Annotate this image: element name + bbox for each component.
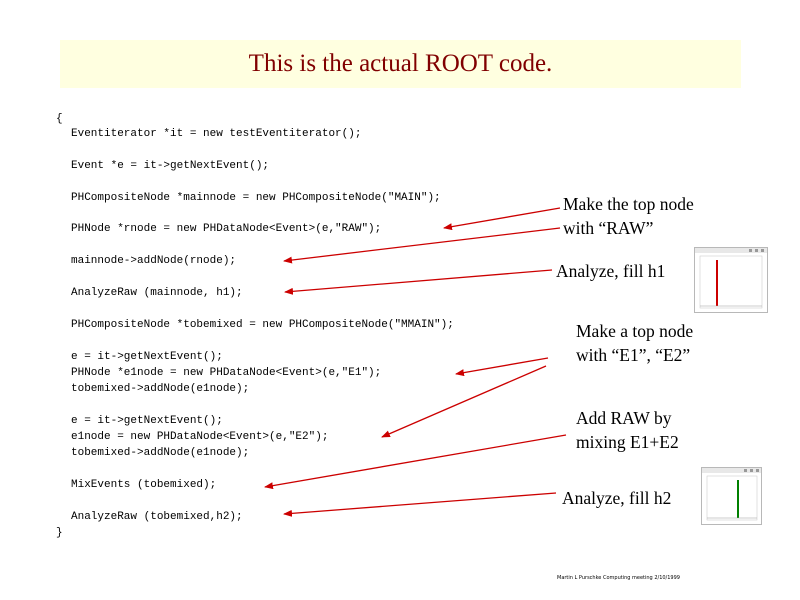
title-bar: This is the actual ROOT code. <box>60 40 741 88</box>
annotation-fill-h1: Analyze, fill h1 <box>556 261 666 281</box>
code-line-close-brace: } <box>56 527 63 539</box>
code-line: AnalyzeRaw (mainnode, h1); <box>71 287 243 299</box>
code-line: MixEvents (tobemixed); <box>71 479 217 491</box>
code-line: PHNode *e1node = new PHDataNode<Event>(e… <box>71 367 382 379</box>
histogram-icon <box>702 468 761 521</box>
code-line: tobemixed->addNode(e1node); <box>71 383 250 395</box>
h1-histogram-thumbnail <box>694 247 768 313</box>
code-line: PHCompositeNode *mainnode = new PHCompos… <box>71 192 441 204</box>
arrow <box>381 365 547 438</box>
code-line: e = it->getNextEvent(); <box>71 415 223 427</box>
annotation-line: Add RAW by <box>576 408 672 428</box>
code-line: e1node = new PHDataNode<Event>(e,"E2"); <box>71 431 329 443</box>
arrow <box>455 357 549 377</box>
annotation-add-raw: Add RAW by mixing E1+E2 <box>576 406 679 454</box>
annotation-make-top-node: Make the top node with “RAW” <box>563 192 694 240</box>
annotation-line: Make the top node <box>563 194 694 214</box>
code-line: mainnode->addNode(rnode); <box>71 255 237 267</box>
arrow <box>264 434 567 490</box>
slide-title: This is the actual ROOT code. <box>248 50 553 77</box>
annotation-make-top-node-e1-e2: Make a top node with “E1”, “E2” <box>576 319 693 367</box>
arrow <box>284 269 553 295</box>
annotation-line: with “RAW” <box>563 218 654 238</box>
annotation-line: Make a top node <box>576 321 694 341</box>
code-line: PHCompositeNode *tobemixed = new PHCompo… <box>71 319 454 331</box>
code-line: PHNode *rnode = new PHDataNode<Event>(e,… <box>71 223 382 235</box>
annotation-fill-h2: Analyze, fill h2 <box>562 488 672 508</box>
code-line: AnalyzeRaw (tobemixed,h2); <box>71 511 243 523</box>
annotation-line: mixing E1+E2 <box>576 432 679 452</box>
code-line: Event *e = it->getNextEvent(); <box>71 160 270 172</box>
arrow <box>283 227 561 264</box>
annotation-line: with “E1”, “E2” <box>576 345 691 365</box>
code-line: tobemixed->addNode(e1node); <box>71 447 250 459</box>
h2-histogram-thumbnail <box>701 467 762 525</box>
footer-credit: Martin L Purschke Computing meeting 2/10… <box>557 575 680 581</box>
arrow <box>443 207 561 231</box>
code-line: e = it->getNextEvent(); <box>71 351 223 363</box>
code-line: Eventiterator *it = new testEventiterato… <box>71 128 362 140</box>
arrow <box>283 492 557 517</box>
histogram-icon <box>695 248 767 309</box>
code-line-open-brace: { <box>56 113 63 125</box>
